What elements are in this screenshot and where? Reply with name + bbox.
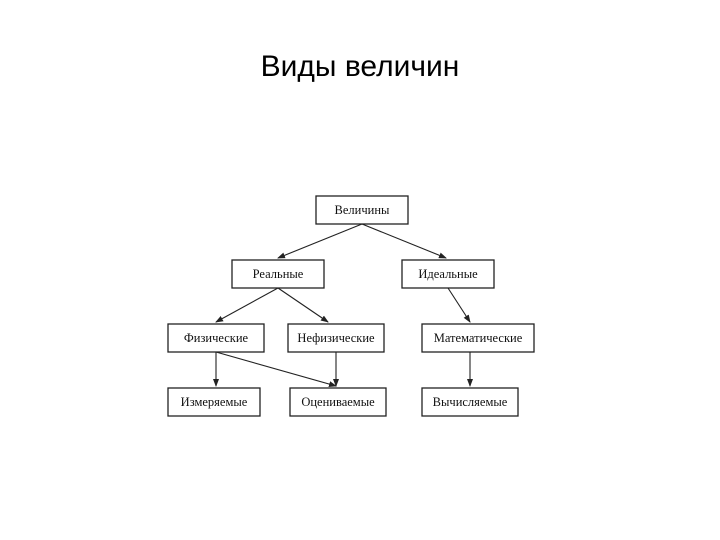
node-physical: Физические: [167, 323, 265, 353]
node-mathematical: Математические: [421, 323, 535, 353]
slide-title: Виды величин: [260, 50, 460, 83]
edge-ideal-mathematical: [447, 287, 471, 323]
edge-root-real: [277, 223, 363, 259]
node-mathematical-label: Математические: [434, 331, 523, 345]
node-estimated: Оцениваемые: [289, 387, 387, 417]
edge-root-ideal: [361, 223, 447, 259]
diagram-nodes: Величины Реальные Идеальные Физические Н…: [167, 195, 535, 417]
node-root: Величины: [315, 195, 409, 225]
node-nonphysical: Нефизические: [287, 323, 385, 353]
diagram-edges: [213, 223, 473, 387]
node-real-label: Реальные: [253, 267, 304, 281]
node-ideal: Идеальные: [401, 259, 495, 289]
node-root-label: Величины: [335, 203, 390, 217]
node-estimated-label: Оцениваемые: [301, 395, 375, 409]
node-measurable-label: Измеряемые: [181, 395, 248, 409]
node-measurable: Измеряемые: [167, 387, 261, 417]
node-real: Реальные: [231, 259, 325, 289]
node-computed: Вычисляемые: [421, 387, 519, 417]
edge-real-nonphysical: [277, 287, 329, 323]
node-nonphysical-label: Нефизические: [297, 331, 375, 345]
node-computed-label: Вычисляемые: [433, 395, 508, 409]
node-physical-label: Физические: [184, 331, 249, 345]
edge-real-physical: [215, 287, 279, 323]
edge-physical-estimated: [215, 351, 337, 387]
node-ideal-label: Идеальные: [418, 267, 478, 281]
